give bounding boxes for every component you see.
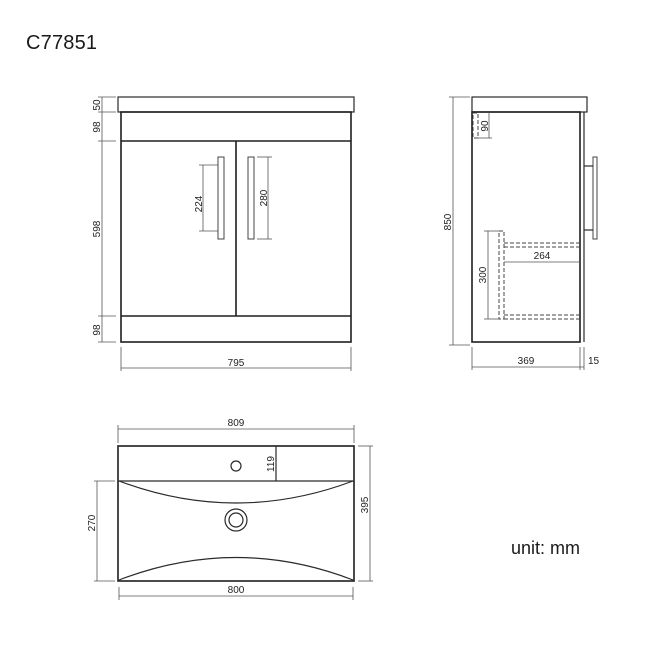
dim-total-height: 850: [443, 213, 454, 230]
dim-handle-center: 224: [194, 195, 205, 212]
dim-handle-length: 280: [259, 189, 270, 206]
dim-door-height: 598: [92, 220, 103, 237]
dim-basin-depth: 395: [360, 496, 371, 513]
dim-shelf-depth: 264: [534, 251, 551, 262]
basin-outline: [117, 445, 355, 582]
dim-width: 795: [228, 358, 245, 369]
dim-depth: 369: [518, 356, 535, 367]
right-door-handle: [247, 156, 255, 240]
dim-shelf-height: 300: [478, 266, 489, 283]
dim-plinth: 98: [92, 324, 103, 336]
dim-bowl-depth: 270: [87, 514, 98, 531]
basin-lip-side: [471, 96, 588, 113]
product-code: C77851: [26, 32, 98, 54]
basin-lip-front: [117, 96, 355, 113]
dim-bowl-width: 800: [228, 585, 245, 596]
drain-outer: [224, 508, 248, 532]
dim-door-thickness: 15: [588, 356, 600, 367]
dim-tap-deck: 119: [266, 456, 277, 472]
front-view: 224 280 50 98 598 98 795: [92, 96, 355, 371]
left-door-handle: [217, 156, 225, 240]
dim-top-lip: 50: [92, 99, 103, 111]
bowl-curve-top: [118, 480, 354, 504]
side-view: 90 264 300 850 369 15: [443, 96, 600, 370]
cabinet-body: [120, 111, 352, 343]
dim-basin-width: 809: [228, 418, 245, 429]
bowl-curve-bottom: [118, 556, 354, 581]
dim-rail-depth: 90: [480, 120, 491, 132]
tap-hole: [230, 460, 242, 472]
top-view: 119 809 395 270 800: [87, 418, 373, 600]
dim-upper-rail: 98: [92, 121, 103, 133]
side-handle: [592, 156, 598, 240]
unit-label: unit: mm: [511, 538, 581, 558]
drain-inner: [228, 512, 244, 528]
shelf-back-hidden: [498, 230, 505, 320]
cabinet-side: [471, 111, 581, 343]
rail-hidden: [472, 112, 479, 139]
